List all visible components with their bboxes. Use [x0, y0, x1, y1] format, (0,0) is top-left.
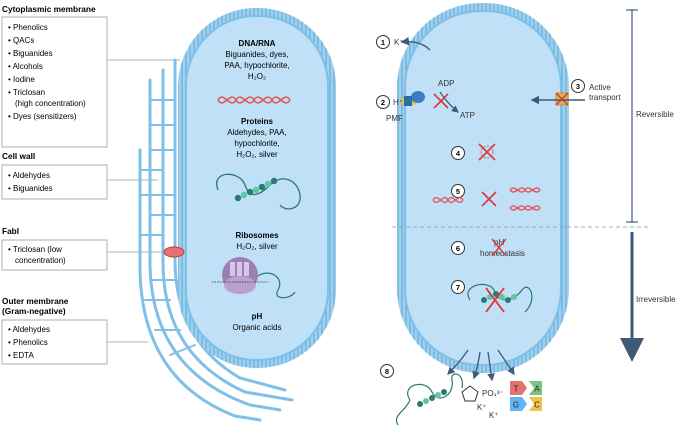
reversible-bracket [626, 9, 638, 223]
outer-item: • Phenolics [8, 338, 48, 347]
atp-block-cross [433, 93, 449, 109]
atp-synthase-icon [401, 91, 425, 106]
step-3-label: 3 [576, 82, 580, 91]
base-t: T [514, 385, 519, 394]
fabi-item: • Triclosan (low [8, 245, 62, 254]
cell-wall-group: Cell wall • Aldehydes • Biguanides [1, 151, 108, 200]
pmf-label: PMF [386, 114, 403, 123]
k-plus-out-label: K⁺ [489, 411, 499, 420]
outer-item: • EDTA [8, 351, 34, 360]
cyto-item-cont: (high concentration) [15, 99, 86, 108]
k-efflux-arrow [400, 37, 431, 51]
transport-label: transport [589, 93, 621, 102]
proteins-title: Proteins [241, 117, 274, 126]
connector-lines [107, 59, 180, 343]
base-a: A [534, 385, 540, 394]
fabi-title: FabI [2, 226, 19, 236]
dna-line: PAA, hypochlorite, [224, 61, 289, 70]
proteins-line: Aldehydes, PAA, [227, 128, 286, 137]
cell-wall-box [1, 164, 108, 200]
wall-item: • Aldehydes [8, 171, 50, 180]
wall-item: • Biguanides [8, 184, 53, 193]
cytoplasmic-box [1, 16, 108, 148]
proteins-line: H₂O₂, silver [236, 150, 278, 159]
step-8-label: 8 [385, 367, 389, 376]
ph-line: Organic acids [233, 323, 282, 332]
fabi-enzyme-icon [163, 246, 185, 258]
irreversible-label: Irreversible [636, 295, 676, 304]
dna-helix-icon [217, 96, 291, 104]
ph-label: pH [494, 238, 504, 247]
ph-block-cross [491, 238, 507, 257]
fabi-item-cont: concentration) [15, 256, 66, 265]
cytoplasmic-title: Cytoplasmic membrane [2, 4, 96, 14]
dna-line: H₂O₂ [248, 72, 266, 81]
cyto-item: • Dyes (sensitizers) [8, 112, 77, 121]
k-plus-out-label: K⁺ [477, 403, 487, 412]
ph-title: pH [252, 312, 263, 321]
outer-item: • Aldehydes [8, 325, 50, 334]
proteins-line: hypochlorite, [234, 139, 279, 148]
h-plus-label: H⁺ [393, 98, 403, 107]
ribosomes-line: H₂O₂, silver [236, 242, 278, 251]
right-cell-cytoplasm [404, 10, 562, 366]
right-cell [397, 3, 569, 373]
atp-label: ATP [460, 111, 475, 120]
protein-damage-icon [478, 143, 496, 161]
cyto-item: • Triclosan [8, 88, 45, 97]
cyto-item: • Alcohols [8, 62, 43, 71]
cyto-item: • Iodine [8, 75, 35, 84]
step-markers: 1 2 3 4 5 6 7 8 [376, 35, 585, 378]
cyto-item: • QACs [8, 36, 34, 45]
base-c: C [534, 401, 540, 410]
leakage-arrows [447, 349, 515, 382]
step-6-label: 6 [456, 244, 460, 253]
protein-chain-icon [216, 173, 301, 210]
base-g: G [513, 401, 519, 410]
outer-membrane-group: Outer membrane (Gram-negative) • Aldehyd… [1, 296, 108, 365]
protein-chain-damage-icon [467, 283, 533, 313]
fabi-box [1, 239, 108, 271]
homeostasis-label: homeostasis [480, 249, 525, 258]
leaked-protein-icon [395, 373, 463, 426]
reversible-label: Reversible [636, 110, 674, 119]
cytoplasmic-membrane-group: Cytoplasmic membrane • Phenolics • QACs … [1, 4, 108, 148]
dna-damage-icon [432, 187, 541, 211]
ribosomes-title: Ribosomes [235, 231, 279, 240]
nucleotide-bases-icon: T A G C [510, 381, 542, 411]
fabi-group: FabI • Triclosan (low concentration) [1, 226, 108, 271]
step-4-label: 4 [456, 149, 461, 158]
cell-wall-title: Cell wall [2, 151, 35, 161]
cyto-item: • Phenolics [8, 23, 48, 32]
step-7-label: 7 [456, 283, 460, 292]
active-label: Active [589, 83, 611, 92]
dna-block-cross [481, 191, 497, 207]
ribosome-icon [212, 257, 296, 299]
sugar-ring-icon [461, 385, 479, 402]
outer-title: Outer membrane [2, 296, 69, 306]
adp-label: ADP [438, 79, 454, 88]
transport-block-cross [555, 92, 569, 106]
step-5-label: 5 [456, 187, 460, 196]
outer-subtitle: (Gram-negative) [2, 306, 66, 316]
adp-atp-arrow [439, 91, 459, 113]
dna-title: DNA/RNA [239, 39, 276, 48]
k-plus-label: K⁺ [394, 38, 404, 47]
step-1-label: 1 [381, 38, 385, 47]
cyto-item: • Biguanides [8, 49, 53, 58]
dna-line: Biguanides, dyes, [225, 50, 288, 59]
po4-label: PO₄³⁻ [482, 389, 504, 398]
step-2-label: 2 [381, 98, 385, 107]
